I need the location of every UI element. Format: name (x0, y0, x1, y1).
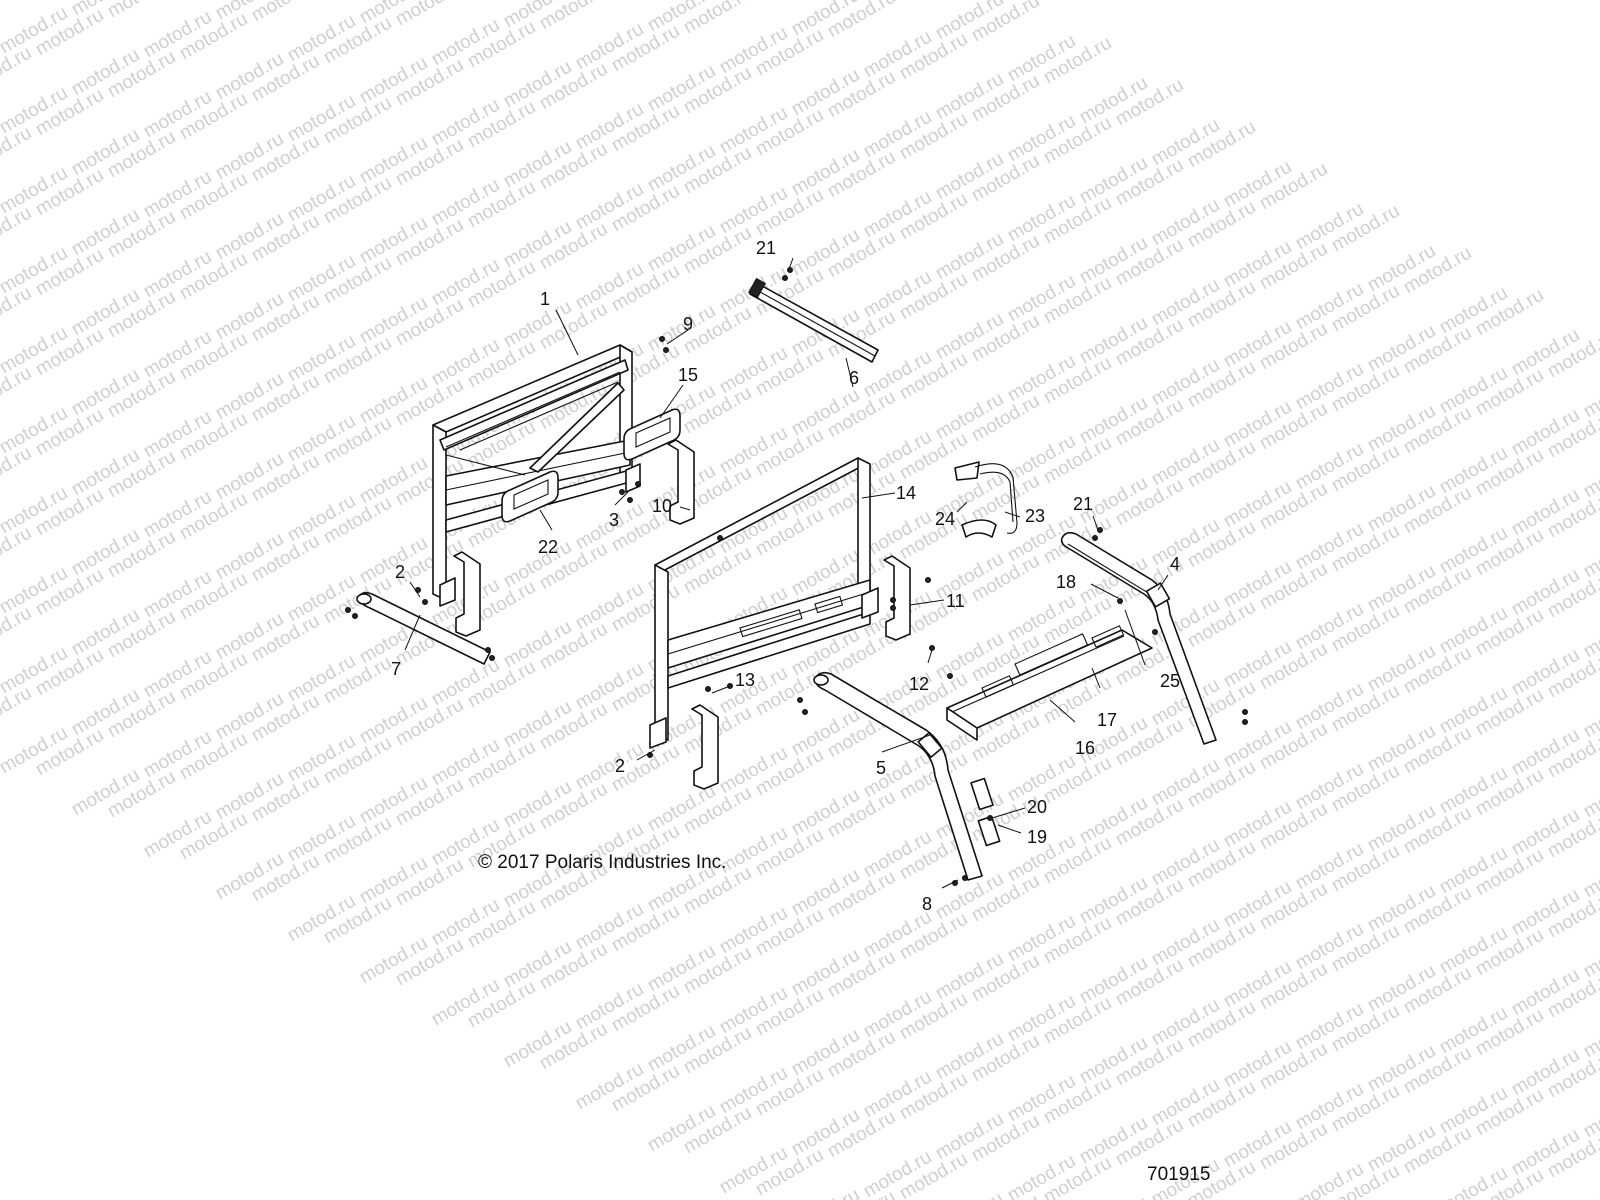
part-6-top-tube (748, 277, 879, 363)
callout-2: 2 (615, 756, 625, 776)
part-11-bracket (691, 555, 911, 790)
callout-23: 23 (1025, 506, 1045, 526)
callout-7: 7 (391, 659, 401, 679)
callout-labels: 1 2 2 3 4 5 6 7 8 9 10 11 12 13 14 15 16… (391, 238, 1180, 914)
drawing-number: 701915 (1147, 1164, 1211, 1185)
callout-17: 17 (1097, 710, 1117, 730)
callout-6: 6 (849, 368, 859, 388)
part-5-bent-tube (813, 671, 1001, 881)
part-7-lower-tube (356, 591, 491, 665)
callout-1: 1 (540, 289, 550, 309)
part-14-rear-frame (649, 457, 879, 749)
callout-25: 25 (1160, 671, 1180, 691)
callout-16: 16 (1075, 738, 1095, 758)
part-4-bent-tube (1060, 531, 1217, 745)
callout-11: 11 (946, 591, 965, 611)
fasteners (345, 267, 1248, 886)
callout-12: 12 (909, 674, 929, 694)
callout-15: 15 (678, 365, 698, 385)
callout-2: 2 (395, 562, 405, 582)
callout-10: 10 (652, 496, 672, 516)
callout-20: 20 (1027, 797, 1047, 817)
callout-5: 5 (876, 758, 886, 778)
part-16-rear-panel (946, 625, 1153, 741)
callout-3: 3 (609, 510, 619, 530)
callout-18: 18 (1056, 572, 1076, 592)
leader-lines (404, 257, 1169, 889)
callout-8: 8 (922, 894, 932, 914)
callout-21: 21 (756, 238, 776, 258)
callout-22: 22 (538, 537, 558, 557)
callout-9: 9 (683, 314, 693, 334)
callout-21: 21 (1073, 494, 1093, 514)
callout-19: 19 (1027, 827, 1047, 847)
callout-24: 24 (935, 509, 955, 529)
copyright-notice: © 2017 Polaris Industries Inc. (478, 852, 727, 873)
part-22-grab-handle (501, 470, 559, 523)
part-10-bracket (453, 439, 695, 637)
callout-4: 4 (1170, 554, 1180, 574)
callout-14: 14 (896, 483, 916, 503)
part-15-grab-handle (623, 408, 681, 461)
part-23-strap (954, 461, 1018, 538)
callout-13: 13 (735, 670, 755, 690)
